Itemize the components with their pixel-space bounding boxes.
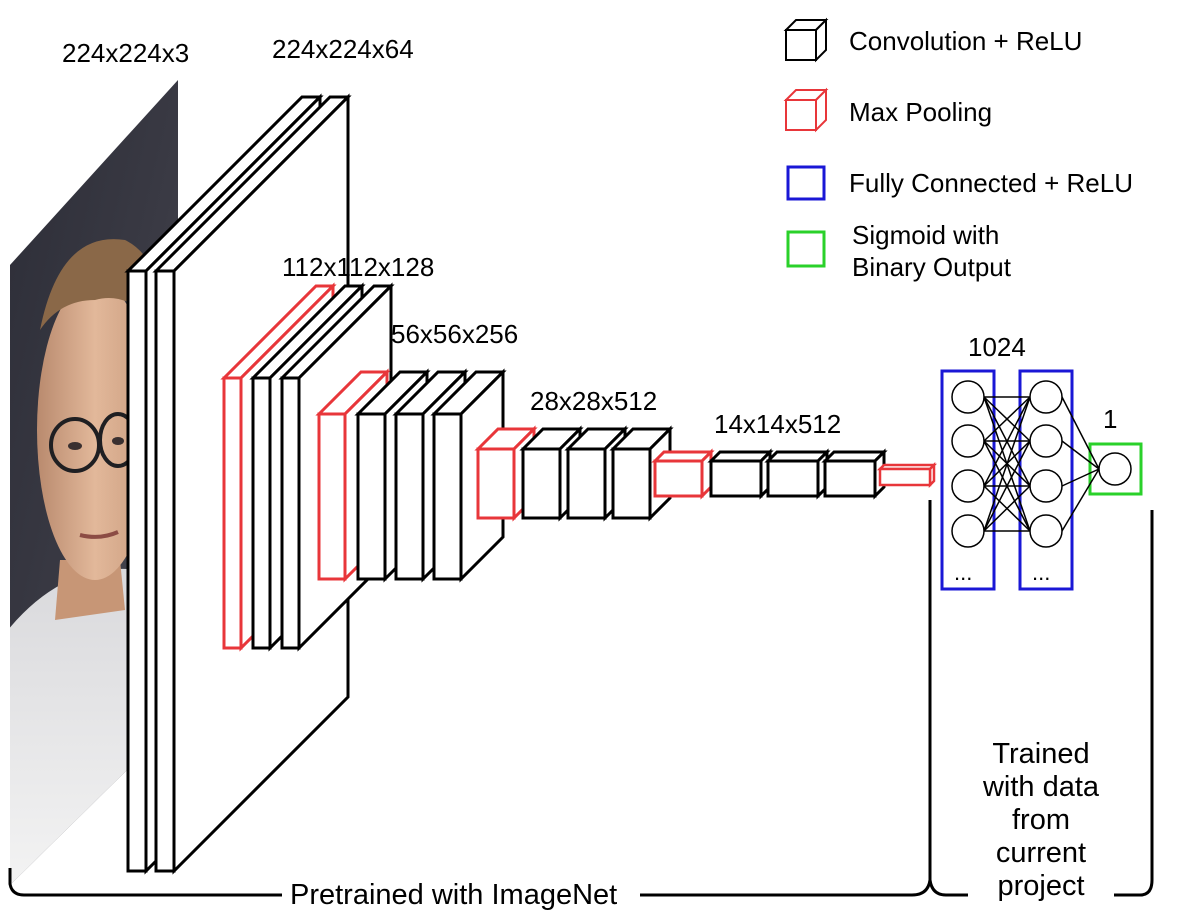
legend: Convolution + ReLU Max Pooling Fully Con… [783, 17, 1133, 282]
fc-connection [983, 440, 1031, 532]
trained-brace [928, 510, 1154, 897]
output-connection [1061, 396, 1100, 470]
conv5-slab-1 [707, 448, 774, 500]
label-conv3: 56x56x256 [391, 319, 518, 349]
pool4-slab [651, 448, 715, 500]
output-neuron [1098, 452, 1132, 486]
output-connection [1061, 468, 1100, 487]
legend-conv-icon [783, 17, 829, 63]
trained-line-5: project [997, 870, 1084, 902]
fc2-neuron [1029, 380, 1063, 414]
label-output: 1 [1103, 404, 1117, 434]
label-conv5: 14x14x512 [714, 409, 841, 439]
fc-connection [983, 396, 1031, 532]
fc2-neuron [1029, 514, 1063, 548]
fc2-neuron [1029, 424, 1063, 458]
conv5-slab-3 [821, 448, 888, 500]
fully-connected-network: ... ... [940, 369, 1143, 591]
legend-conv-label: Convolution + ReLU [849, 26, 1082, 56]
pretrained-label: Pretrained with ImageNet [290, 879, 617, 911]
legend-fc-label: Fully Connected + ReLU [849, 168, 1133, 198]
fc-layer-1-box [940, 369, 996, 591]
label-conv1: 224x224x64 [272, 34, 414, 64]
label-input: 224x224x3 [62, 38, 189, 68]
legend-pool-label: Max Pooling [849, 97, 992, 127]
fc1-neuron [951, 424, 985, 458]
fc-connection [983, 485, 1031, 532]
layer-boxes [124, 93, 938, 875]
conv3-slab-3 [430, 368, 507, 583]
legend-sigmoid-label-line1: Sigmoid with [852, 220, 999, 250]
legend-fc-icon [786, 165, 826, 201]
layer-labels: 224x224x3 224x224x64 112x112x128 56x56x2… [62, 34, 1117, 439]
fc-layer-1-ellipsis: ... [954, 560, 972, 585]
conv5-slab-2 [764, 448, 831, 500]
label-fc: 1024 [968, 332, 1026, 362]
trained-label: Trained with data from current project [982, 738, 1100, 902]
fc1-neuron [951, 380, 985, 414]
fc-connection [983, 396, 1031, 487]
fc-connection [983, 396, 1031, 442]
fc1-neuron [951, 514, 985, 548]
pool5-slab [876, 461, 938, 489]
label-conv4: 28x28x512 [530, 386, 657, 416]
output-connection [1061, 440, 1100, 470]
fc-layer-2-box [1018, 369, 1074, 591]
trained-line-3: from [1012, 804, 1070, 836]
legend-sigmoid-icon [786, 230, 826, 268]
bottom-braces [8, 500, 1154, 897]
legend-sigmoid-label-line2: Binary Output [852, 252, 1012, 282]
sigmoid-output-box [1088, 442, 1143, 496]
fc2-neuron [1029, 469, 1063, 503]
trained-line-4: current [996, 837, 1086, 869]
legend-pool-icon [783, 87, 829, 133]
trained-line-2: with data [982, 771, 1100, 803]
fc-layer-2-ellipsis: ... [1032, 560, 1050, 585]
fc1-neuron [951, 469, 985, 503]
output-connection [1061, 468, 1100, 532]
trained-line-1: Trained [992, 738, 1089, 770]
label-conv2: 112x112x128 [282, 252, 434, 282]
